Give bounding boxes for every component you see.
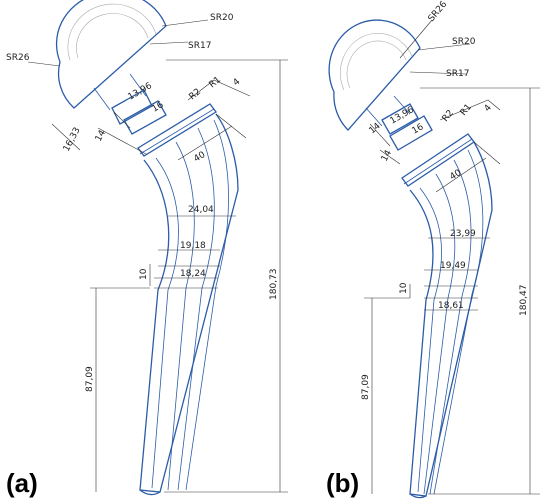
label-sr20-a: SR20 (210, 13, 234, 23)
label-lower-height-a: 87,09 (85, 366, 95, 392)
dimension-lines-b (364, 19, 540, 495)
label-four-a: 4 (232, 77, 243, 89)
stem-b (409, 141, 493, 499)
label-four-b: 4 (483, 103, 495, 114)
label-sr17-a: SR17 (188, 41, 211, 51)
label-sr20-b: SR20 (452, 37, 476, 47)
panel-label-b: (b) (326, 468, 359, 498)
label-r2-b: R2 (441, 108, 456, 124)
panel-b: SR26 SR20 SR17 13,96 16 R2 R1 4 14 14 40… (326, 0, 540, 499)
femoral-head-a (55, 0, 167, 111)
label-fourteen-b-b: 14 (380, 148, 394, 163)
label-r1-b: R1 (459, 102, 474, 118)
label-forty-a: 40 (192, 150, 207, 165)
label-ten-b: 10 (399, 282, 409, 294)
panel-a: SR26 SR20 SR17 13,96 16 R2 R1 4 16,33 14… (6, 0, 288, 498)
label-r1-a: R1 (208, 75, 224, 90)
label-forty-b: 40 (448, 168, 463, 183)
dimension-labels-b: SR26 SR20 SR17 13,96 16 R2 R1 4 14 14 40… (361, 0, 529, 400)
panel-label-a: (a) (6, 468, 38, 498)
label-neck-diameter-a: 13,96 (127, 81, 155, 103)
label-width-1-b: 23,99 (450, 229, 476, 239)
label-fourteen-a-b: 14 (368, 121, 383, 136)
label-width-2-a: 19,18 (180, 241, 206, 251)
neck-a (111, 89, 217, 157)
label-sr26-b: SR26 (427, 0, 450, 24)
label-width-2-b: 19,49 (440, 261, 466, 271)
label-fourteen-a: 14 (94, 128, 108, 143)
label-sr26-a: SR26 (6, 53, 30, 63)
label-lower-height-b: 87,09 (361, 374, 371, 400)
label-total-height-a: 180,73 (269, 269, 279, 301)
label-r2-a: R2 (188, 87, 204, 102)
femoral-head-b (328, 19, 421, 131)
stem-a (139, 113, 239, 496)
label-width-3-b: 18,61 (438, 301, 464, 311)
dimension-labels-a: SR26 SR20 SR17 13,96 16 R2 R1 4 16,33 14… (6, 13, 279, 392)
label-neck-length-a: 16 (151, 100, 166, 115)
label-ten-a: 10 (139, 268, 149, 280)
label-sr17-b: SR17 (446, 69, 469, 79)
label-width-3-a: 18,24 (180, 269, 206, 279)
label-width-1-a: 24,04 (188, 205, 214, 215)
dimension-lines-a (27, 19, 288, 493)
label-total-height-b: 180,47 (519, 285, 529, 317)
